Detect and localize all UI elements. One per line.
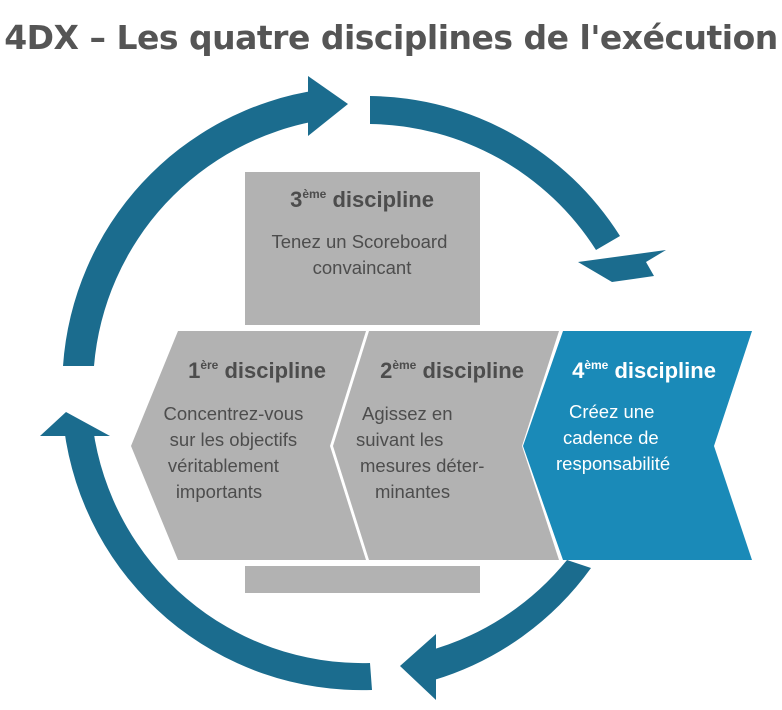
discipline-3-line: convaincant xyxy=(313,257,412,278)
discipline-2-word: discipline xyxy=(416,358,524,383)
discipline-2-box: 2ème discipline Agissez en suivant les m… xyxy=(333,331,559,560)
discipline-1-number: 1 xyxy=(188,358,200,383)
discipline-4-line: responsabilité xyxy=(556,453,670,474)
discipline-3-heading: 3ème discipline xyxy=(290,187,434,212)
cycle-arrow-bottom-left-head xyxy=(40,412,110,436)
discipline-2-heading: 2ème discipline xyxy=(380,358,524,383)
discipline-1-shape xyxy=(131,331,366,560)
discipline-2-suffix: ème xyxy=(392,358,416,372)
discipline-3-shape xyxy=(245,172,480,325)
discipline-2-number: 2 xyxy=(380,358,392,383)
cycle-arrow-top-left-head xyxy=(308,76,348,136)
discipline-3-line: Tenez un Scoreboard xyxy=(271,231,447,252)
cycle-arrow-bottom-right-head xyxy=(400,634,436,700)
cycle-arrow-bottom-right xyxy=(424,560,591,680)
discipline-2-line: minantes xyxy=(375,481,450,502)
discipline-1-line: sur les objectifs xyxy=(170,429,298,450)
discipline-4-word: discipline xyxy=(608,358,716,383)
discipline-1-text: Concentrez-vous sur les objectifs vérita… xyxy=(164,403,309,502)
discipline-4-box: 4ème discipline Créez une cadence de res… xyxy=(523,331,752,560)
discipline-3-number: 3 xyxy=(290,187,302,212)
cycle-arrow-top-left xyxy=(63,90,322,366)
discipline-2-line: suivant les xyxy=(356,429,443,450)
discipline-4-line: Créez une xyxy=(569,401,654,422)
discipline-1-heading: 1ère discipline xyxy=(188,358,326,383)
discipline-4-heading: 4ème discipline xyxy=(572,358,716,383)
discipline-2-shape xyxy=(333,331,559,560)
discipline-3-text: Tenez un Scoreboard convaincant xyxy=(271,231,452,278)
discipline-4-shape xyxy=(523,331,752,560)
discipline-4-number: 4 xyxy=(572,358,585,383)
bottom-bar xyxy=(245,566,480,593)
cycle-arrow-top-right-head xyxy=(578,250,666,282)
discipline-1-line: Concentrez-vous xyxy=(164,403,304,424)
discipline-4-text: Créez une cadence de responsabilité xyxy=(556,401,670,474)
cycle-arrows xyxy=(40,76,666,700)
discipline-1-word: discipline xyxy=(218,358,326,383)
discipline-2-text: Agissez en suivant les mesures déter- mi… xyxy=(356,403,490,502)
diagram-title: 4DX – Les quatre disciplines de l'exécut… xyxy=(4,18,778,57)
discipline-1-line: importants xyxy=(176,481,262,502)
discipline-2-line: Agissez en xyxy=(362,403,453,424)
discipline-1-suffix: ère xyxy=(200,358,218,372)
discipline-3-suffix: ème xyxy=(302,187,326,201)
discipline-3-word: discipline xyxy=(326,187,434,212)
cycle-arrow-bottom-left xyxy=(64,428,372,691)
cycle-arrow-top-right xyxy=(370,96,620,250)
discipline-4-suffix: ème xyxy=(584,358,608,372)
discipline-1-box: 1ère discipline Concentrez-vous sur les … xyxy=(131,331,366,560)
discipline-2-line: mesures déter- xyxy=(360,455,484,476)
discipline-4-line: cadence de xyxy=(563,427,659,448)
discipline-3-box: 3ème discipline Tenez un Scoreboard conv… xyxy=(245,172,480,325)
discipline-1-line: véritablement xyxy=(168,455,279,476)
